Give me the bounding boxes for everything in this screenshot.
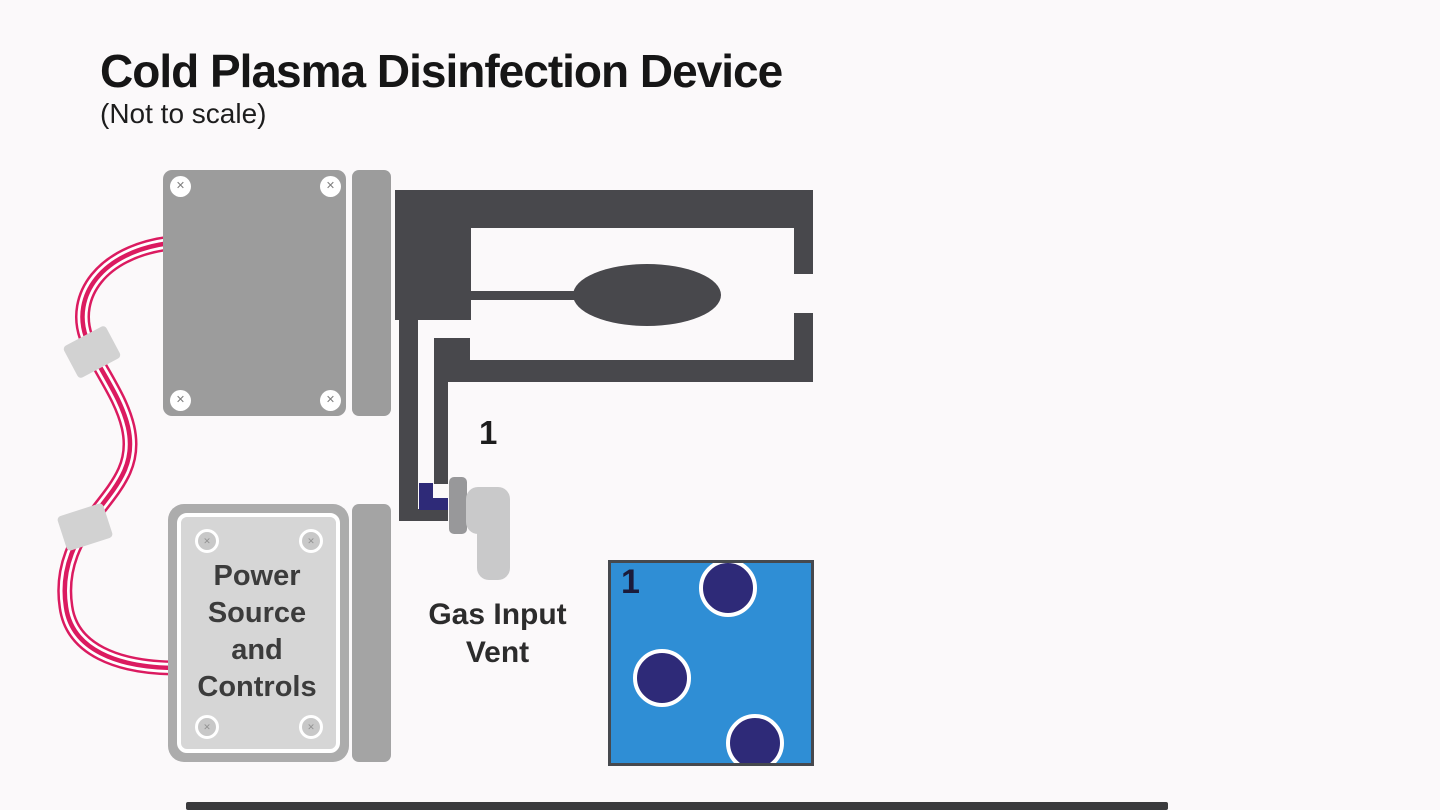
sample-marker: 1 [621,563,640,601]
chamber-right-wall-top [794,190,813,274]
wire-core [62,240,175,671]
plasma-ellipse [573,264,721,326]
wire-connector-1 [63,326,121,378]
screw-icon: ✕ [195,529,219,553]
gas-input-vent-label-line: Gas Input [428,598,567,631]
power-source-label-line: and [231,634,283,666]
control-unit-box: ✕ ✕ ✕ ✕ [163,170,346,416]
gas-input-vent-label: Gas Input Vent [415,596,580,672]
power-source-label-line: Source [207,597,307,629]
power-source-label: Power Source and Controls [186,558,328,706]
page-subtitle: (Not to scale) [100,98,267,129]
power-source-panel: ✕ ✕ ✕ ✕ [177,513,340,753]
chamber-right-wall-bottom [794,313,813,382]
microbe-circle [699,563,757,617]
vent-marker: 1 [479,414,498,451]
gas-tube-left-wall [399,318,418,521]
screw-icon: ✕ [299,529,323,553]
microbe-circle [633,649,691,707]
control-unit-side-panel [352,170,391,416]
screw-icon: ✕ [320,176,341,197]
sample-box: 1 [608,560,814,766]
screw-icon: ✕ [170,390,191,411]
chamber-left-block [395,190,471,320]
page-title: Cold Plasma Disinfection Device [100,45,783,97]
power-source-side-panel [352,504,391,762]
screw-icon: ✕ [299,715,323,739]
electrode-line [467,291,579,300]
wire-gap [59,238,177,673]
vent-pipe [477,499,510,580]
vent-flange [449,477,467,534]
wire-harness [57,235,180,676]
microbe-circle [726,714,784,763]
chamber-bottom-wall [434,360,813,382]
wire-connector-2 [57,503,113,551]
power-source-box: ✕ ✕ ✕ ✕ [168,504,349,762]
screw-icon: ✕ [320,390,341,411]
screw-icon: ✕ [170,176,191,197]
progress-bar[interactable] [186,802,1168,810]
gas-input-vent-label-line: Vent [465,636,530,669]
screw-icon: ✕ [195,715,219,739]
power-source-label-line: Controls [197,671,317,703]
power-source-label-line: Power [213,560,301,592]
gas-flow-indicator [419,498,448,510]
gas-tube-bottom-wall [399,509,448,521]
chamber-step [434,338,470,364]
